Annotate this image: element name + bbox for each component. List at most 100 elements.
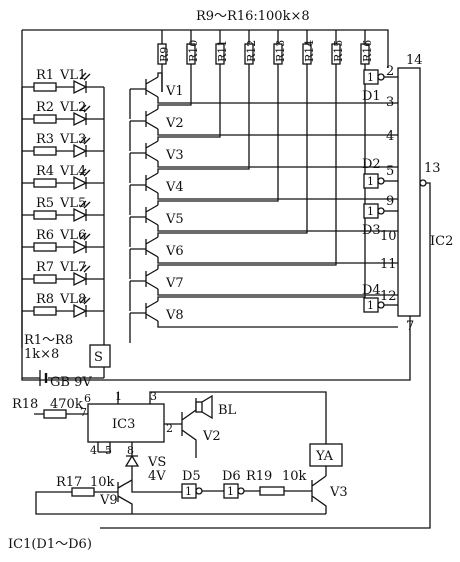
led-label: VL6 [59, 228, 86, 243]
switch-label: S [94, 350, 103, 365]
ic2-body [397, 67, 421, 317]
led-label: VL8 [59, 292, 86, 307]
led-emission-icon [79, 104, 91, 113]
led-emission-icon [79, 296, 91, 305]
ic3-body [87, 403, 165, 443]
led-emission-icon [79, 168, 91, 177]
resistor-label: R8 [36, 292, 54, 307]
ic3-top-wires [117, 391, 327, 444]
top-resistor-r14: R14 [302, 30, 316, 92]
resistor-label: R3 [36, 132, 54, 147]
ic2-pin-4: 4 [386, 129, 394, 144]
transistor-label: V6 [165, 244, 184, 259]
resistor-r7 [33, 274, 57, 284]
top-resistor-r11: R11 [215, 30, 229, 92]
zener-label: VS [147, 455, 166, 470]
gate-d1-label: D1 [362, 89, 381, 104]
ic3-pin-6: 6 [84, 392, 91, 405]
buzzer-label: BL [218, 403, 237, 418]
r17-resistor [71, 487, 95, 497]
v2b-transistor [164, 398, 197, 458]
top-resistor-label: R9 [158, 47, 171, 62]
svg-text:1: 1 [227, 485, 234, 498]
resistor-r4 [33, 178, 57, 188]
resistor-label: R2 [36, 100, 54, 115]
buzzer-horn [201, 394, 213, 420]
led-label: VL4 [59, 164, 86, 179]
transistor-label: V4 [165, 180, 184, 195]
ic2-label: IC2 [430, 234, 453, 249]
relay-label: YA [315, 449, 334, 464]
ic2-pin-10: 10 [380, 229, 397, 244]
svg-text:1: 1 [367, 175, 374, 188]
ic3-pin-7: 7 [80, 406, 87, 419]
top-resistor-r12: R12 [244, 30, 258, 92]
led-emission-icon [79, 264, 91, 273]
ic2-output-wire [100, 182, 431, 529]
resistor-label: R1 [36, 68, 54, 83]
led-label: VL7 [59, 260, 86, 275]
gate-d3-label: D3 [362, 223, 381, 238]
top-resistor-r13: R13 [273, 30, 287, 92]
r18-value: 470k [50, 397, 83, 412]
led-emission-icon [79, 72, 91, 81]
ic2-pin-13: 13 [424, 161, 441, 176]
bottom-ground-wire [35, 510, 326, 515]
resistor-label: R7 [36, 260, 54, 275]
top-resistor-label: R10 [187, 40, 200, 62]
gate-d4: 1 D4 [362, 283, 398, 313]
resistor-r3 [33, 146, 57, 156]
resistor-r1 [33, 82, 57, 92]
v3-label: V3 [329, 485, 348, 500]
led-label: VL3 [59, 132, 86, 147]
ic2-pin-5: 5 [386, 164, 394, 179]
r18-resistor [43, 409, 67, 419]
resistor-label: R4 [36, 164, 54, 179]
ic2-pin-2: 2 [386, 64, 394, 79]
top-resistor-label: R16 [361, 40, 374, 62]
buzzer-body [195, 401, 203, 413]
transistor-label: V1 [165, 84, 184, 99]
r19-value: 10k [282, 469, 307, 484]
v9-collector-wire [131, 480, 182, 493]
led-label: VL5 [59, 196, 86, 211]
ic2-pin-3: 3 [386, 95, 394, 110]
r17-label: R17 [56, 475, 82, 490]
led-emission-icon [79, 200, 91, 209]
ic2-gnd-wire [21, 316, 411, 381]
led-label: VL1 [59, 68, 86, 83]
transistor-label: V7 [165, 276, 184, 291]
v9-label: V9 [99, 493, 118, 508]
v3-transistor [311, 475, 327, 514]
ic3-label: IC3 [112, 417, 135, 432]
ic3-pins-45-wire [97, 442, 111, 453]
footer-label: IC1(D1～D6) [8, 537, 92, 552]
ic3-pin-5: 5 [105, 444, 112, 457]
transistor-label: V8 [165, 308, 184, 323]
resistor-label: R5 [36, 196, 54, 211]
zener-vs [124, 442, 140, 480]
ic3-pin-8: 8 [127, 444, 134, 457]
svg-text:1: 1 [367, 71, 374, 84]
switch-s-box [89, 344, 111, 368]
gate-d2-label: D2 [362, 157, 381, 172]
v2b-label: V2 [202, 429, 221, 444]
gate-d5-label: D5 [182, 469, 201, 484]
resistor-r6 [33, 242, 57, 252]
v9-transistor [117, 479, 133, 514]
ic2-pin-11: 11 [380, 257, 397, 272]
top-resistor-r10: R10 [186, 30, 200, 92]
ic3-pin-2: 2 [166, 422, 173, 435]
svg-text:1: 1 [367, 299, 374, 312]
resistor-r8 [33, 306, 57, 316]
r19-resistor [259, 486, 285, 496]
